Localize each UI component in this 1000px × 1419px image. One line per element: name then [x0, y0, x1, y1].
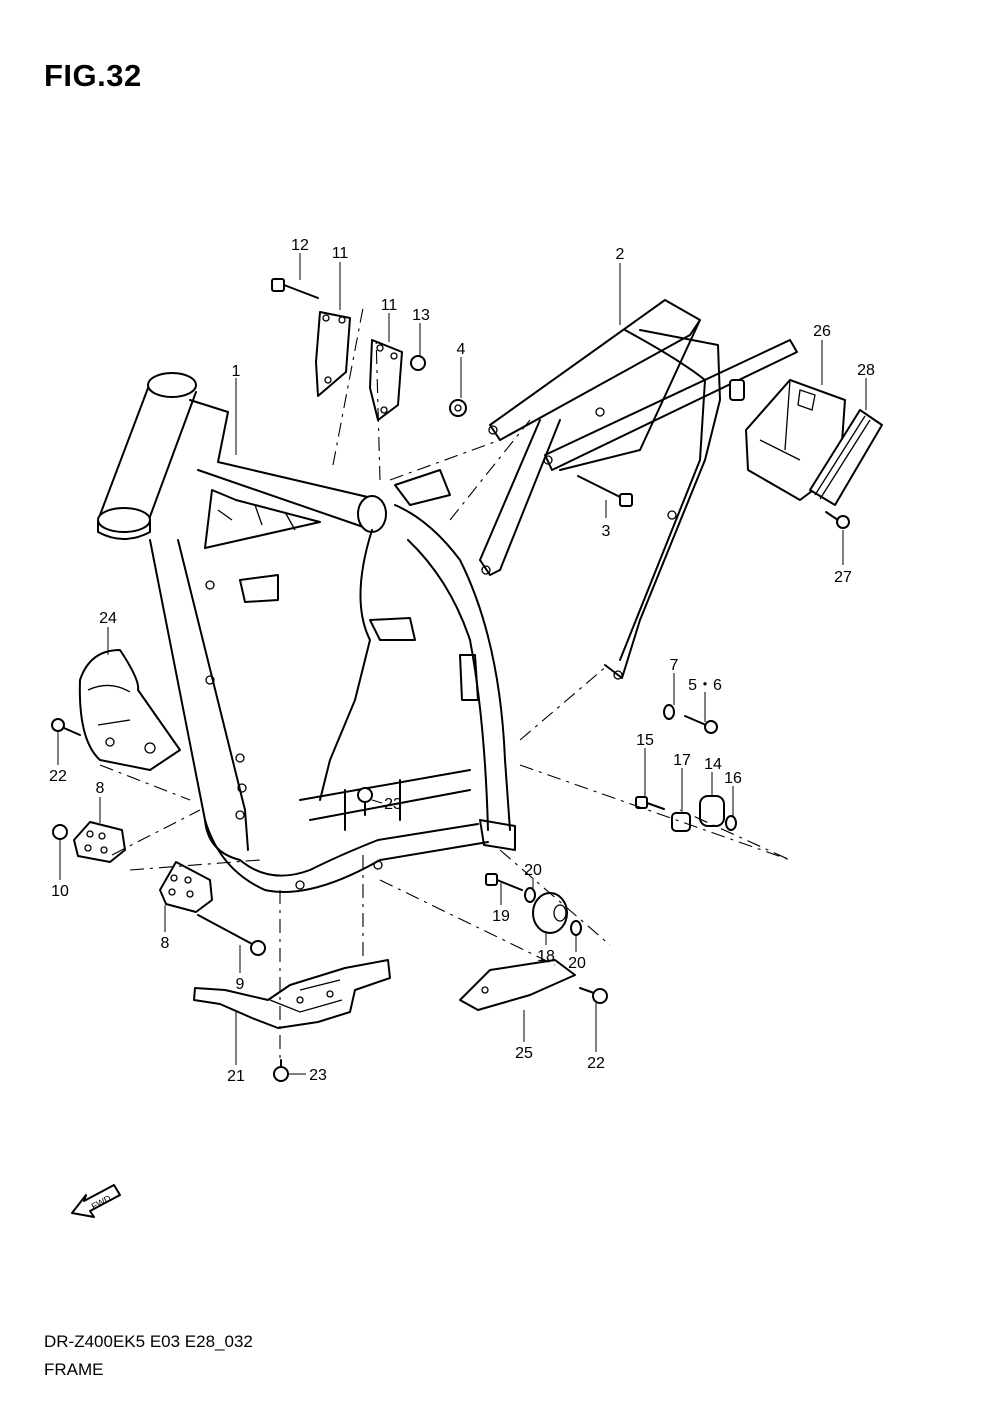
- roller-18[interactable]: [532, 892, 568, 934]
- callout-23-lower: 23: [309, 1067, 327, 1084]
- callout-28: 28: [857, 362, 875, 379]
- screw-27[interactable]: [825, 511, 850, 529]
- callout-4: 4: [457, 341, 466, 358]
- bolt-5-6[interactable]: [684, 715, 718, 734]
- callout-13: 13: [412, 307, 430, 324]
- guard-24[interactable]: [78, 649, 181, 771]
- callout-3: 3: [602, 523, 611, 540]
- callout-17: 17: [673, 752, 691, 769]
- callout-26: 26: [813, 323, 831, 340]
- skid-plate-21[interactable]: [193, 959, 391, 1029]
- callout-11-right: 11: [381, 297, 398, 314]
- roller-14[interactable]: [699, 795, 725, 827]
- callout-20-lower: 20: [568, 955, 586, 972]
- guard-25[interactable]: [459, 959, 576, 1011]
- ecu-part-26[interactable]: [745, 379, 846, 501]
- figure-name: FRAME: [44, 1360, 104, 1379]
- washer-7[interactable]: [663, 704, 675, 720]
- callout-23-upper: 23: [384, 796, 402, 813]
- callout-5-6: 5・6: [688, 677, 722, 694]
- callout-21: 21: [227, 1068, 245, 1085]
- washer-20-upper[interactable]: [524, 887, 536, 903]
- washer-16[interactable]: [725, 815, 737, 831]
- plate-8-upper[interactable]: [73, 821, 126, 863]
- callout-8-upper: 8: [96, 780, 105, 797]
- bolt-3[interactable]: [577, 475, 633, 507]
- callout-7: 7: [670, 657, 679, 674]
- main-frame-part[interactable]: [97, 372, 516, 893]
- nut-10[interactable]: [52, 824, 68, 840]
- callout-22-left: 22: [49, 768, 67, 785]
- callout-11-left: 11: [332, 245, 349, 262]
- callout-19: 19: [492, 908, 510, 925]
- bolt-12[interactable]: [271, 278, 319, 299]
- leader-lines: [57, 253, 867, 1075]
- callout-16: 16: [724, 770, 742, 787]
- callout-10: 10: [51, 883, 69, 900]
- collar-17[interactable]: [671, 812, 691, 832]
- sub-frame-part[interactable]: [479, 299, 798, 680]
- callout-24: 24: [99, 610, 117, 627]
- callout-2: 2: [616, 246, 625, 263]
- nut-4[interactable]: [449, 399, 467, 417]
- callout-1: 1: [232, 363, 241, 380]
- bolt-19[interactable]: [485, 873, 523, 891]
- reference-lines: [99, 307, 791, 1060]
- callout-20-upper: 20: [524, 862, 542, 879]
- screw-22-right[interactable]: [579, 987, 608, 1004]
- cover-part-28[interactable]: [809, 409, 883, 506]
- callout-27: 27: [834, 569, 852, 586]
- callout-22-right: 22: [587, 1055, 605, 1072]
- bolt-9[interactable]: [197, 914, 266, 956]
- plate-8-lower[interactable]: [159, 861, 213, 913]
- screw-22-left[interactable]: [51, 718, 81, 736]
- bracket-11-left[interactable]: [315, 311, 351, 397]
- callout-12: 12: [291, 237, 309, 254]
- nut-13[interactable]: [410, 355, 426, 371]
- screw-23-lower[interactable]: [273, 1059, 289, 1082]
- screw-23-upper[interactable]: [357, 787, 373, 816]
- callout-18: 18: [537, 948, 555, 965]
- fwd-arrow-icon: FWD: [71, 1184, 121, 1218]
- figure-title: FIG.32: [44, 58, 142, 93]
- callout-15: 15: [636, 732, 654, 749]
- callout-labels: 1 2 3 4 5・6 7 8 8 9 10 11 11 12 13 14 15…: [49, 237, 875, 1085]
- callout-25: 25: [515, 1045, 533, 1062]
- callout-9: 9: [236, 976, 245, 993]
- callout-8-lower: 8: [161, 935, 170, 952]
- model-code: DR-Z400EK5 E03 E28_032: [44, 1332, 253, 1351]
- washer-20-lower[interactable]: [570, 920, 582, 936]
- bracket-11-right[interactable]: [369, 339, 403, 421]
- callout-14: 14: [704, 756, 722, 773]
